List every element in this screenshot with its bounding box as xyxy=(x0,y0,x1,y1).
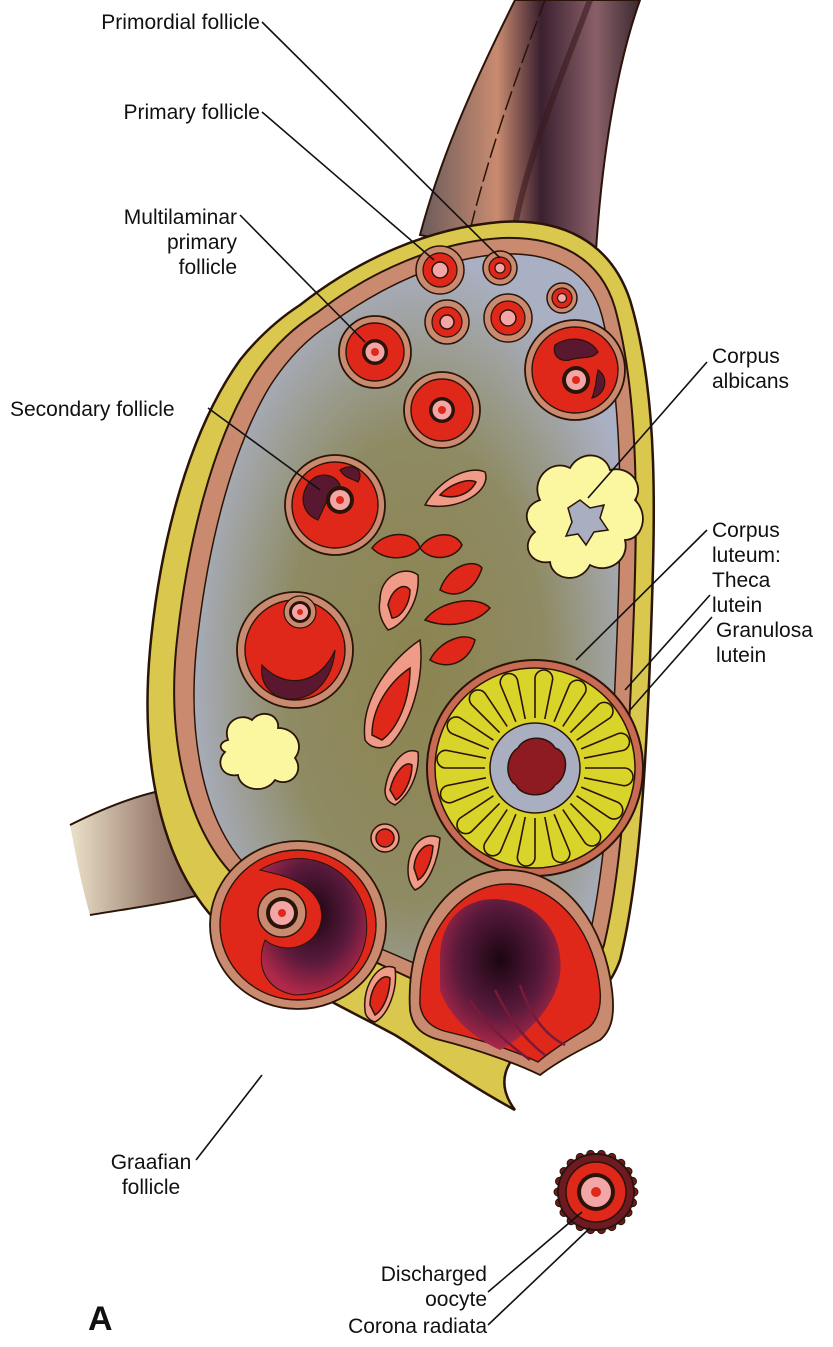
corpus-luteum xyxy=(427,660,643,876)
secondary-follicle xyxy=(285,455,385,555)
label-primary-follicle: Primary follicle xyxy=(123,100,260,125)
leader-graafian xyxy=(196,1075,262,1160)
panel-letter: A xyxy=(88,1300,113,1339)
antral-follicle xyxy=(237,592,353,708)
label-corpus-albicans: Corpus albicans xyxy=(712,344,789,394)
label-corona-radiata: Corona radiata xyxy=(348,1314,487,1339)
label-discharged-oocyte: Discharged oocyte xyxy=(381,1262,487,1312)
discharged-oocyte xyxy=(554,1150,638,1233)
label-graafian-follicle: Graafian follicle xyxy=(76,1150,226,1200)
graafian-follicle xyxy=(210,841,386,1009)
label-multilaminar-primary-follicle: Multilaminar primary follicle xyxy=(124,205,237,280)
label-secondary-follicle: Secondary follicle xyxy=(10,397,175,422)
label-primordial-follicle: Primordial follicle xyxy=(101,10,260,35)
leader-primary xyxy=(262,112,434,260)
label-corpus-luteum: Corpus luteum: Theca lutein Granulosa lu… xyxy=(712,518,813,668)
secondary-follicle-upper-right xyxy=(525,320,625,420)
leader-corona xyxy=(488,1228,590,1325)
